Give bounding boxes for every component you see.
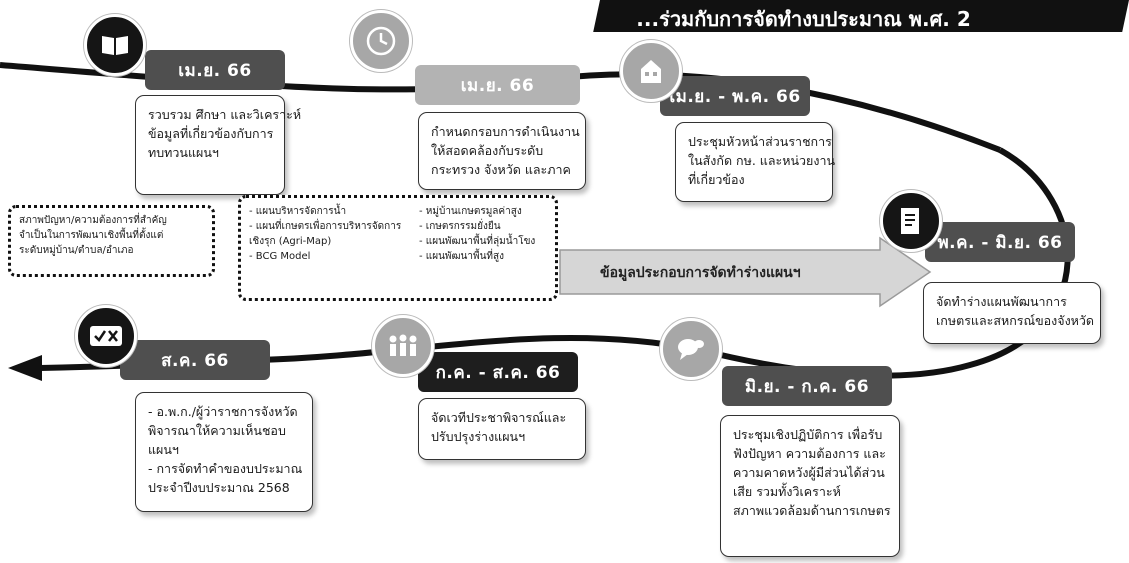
step-1-date: เม.ย. 66 <box>145 50 285 90</box>
info-arrow-label: ข้อมูลประกอบการจัดทำร่างแผนฯ <box>600 265 801 281</box>
step-7-date: ส.ค. 66 <box>120 340 270 380</box>
step-5-line-1: ประชุมเชิงปฏิบัติการ เพื่อรับ <box>733 427 883 442</box>
info-box-1-line-1: สภาพปัญหา/ความต้องการที่สำคัญ <box>19 215 167 226</box>
step-5-line-3: ความคาดหวังผู้มีส่วนได้ส่วน <box>733 465 885 480</box>
check-cross-icon <box>75 305 137 367</box>
info-box-2-right-4: - แผนพัฒนาพื้นที่สูง <box>419 251 505 262</box>
clock-icon <box>350 10 412 72</box>
info-box-2-right-3: - แผนพัฒนาพื้นที่ลุ่มน้ำโขง <box>419 236 536 247</box>
info-box-2-left-2: - แผนที่เกษตรเพื่อการบริหารจัดการ <box>249 221 402 232</box>
info-box-plans: - แผนบริหารจัดการน้ำ - แผนที่เกษตรเพื่อก… <box>238 195 558 301</box>
book-icon <box>84 14 146 76</box>
step-2-line-2: ให้สอดคล้องกับระดับ <box>431 143 544 158</box>
step-2-card: กำหนดกรอบการดำเนินงาน ให้สอดคล้องกับระดั… <box>418 112 586 190</box>
step-7-line-2: พิจารณาให้ความเห็นชอบ <box>148 423 286 438</box>
step-3-date: เม.ย. - พ.ค. 66 <box>660 76 810 116</box>
speech-bubble-icon <box>660 318 722 380</box>
step-7-line-3: แผนฯ <box>148 442 179 457</box>
document-icon <box>880 190 942 252</box>
building-icon <box>620 40 682 102</box>
info-box-1-line-2: จำเป็นในการพัฒนาเชิงพื้นที่ตั้งแต่ <box>19 230 164 241</box>
step-1-line-3: ทบทวนแผนฯ <box>148 145 219 160</box>
info-box-problems: สภาพปัญหา/ความต้องการที่สำคัญ จำเป็นในกา… <box>8 205 215 277</box>
step-5-line-5: สภาพแวดล้อมด้านการเกษตร <box>733 503 891 518</box>
step-2-line-3: กระทรวง จังหวัด และภาค <box>431 162 571 177</box>
step-4-date: พ.ค. - มิ.ย. 66 <box>925 222 1075 262</box>
step-3-line-1: ประชุมหัวหน้าส่วนราชการ <box>688 134 832 149</box>
info-arrow <box>559 236 932 308</box>
step-3-card: ประชุมหัวหน้าส่วนราชการ ในสังกัด กษ. และ… <box>675 122 836 202</box>
step-4-line-1: จัดทำร่างแผนพัฒนาการ <box>936 294 1067 309</box>
step-7-line-1: - อ.พ.ก./ผู้ว่าราชการจังหวัด <box>148 404 298 419</box>
people-icon <box>372 315 434 377</box>
info-box-2-right-2: - เกษตรกรรมยั่งยืน <box>419 221 501 232</box>
step-3-line-2: ในสังกัด กษ. และหน่วยงาน <box>688 153 836 168</box>
info-box-2-left-1: - แผนบริหารจัดการน้ำ <box>249 206 347 217</box>
step-1-line-1: รวบรวม ศึกษา และวิเคราะห์ <box>148 107 302 122</box>
step-4-line-2: เกษตรและสหกรณ์ของจังหวัด <box>936 313 1095 328</box>
step-2-date: เม.ย. 66 <box>415 65 580 105</box>
info-box-2-left-list: - แผนบริหารจัดการน้ำ - แผนที่เกษตรเพื่อก… <box>249 204 401 264</box>
step-6-line-1: จัดเวทีประชาพิจารณ์และ <box>431 410 567 425</box>
step-6-date: ก.ค. - ส.ค. 66 <box>418 352 578 392</box>
step-5-line-4: เสีย รวมทั้งวิเคราะห์ <box>733 484 841 499</box>
step-7-line-4: - การจัดทำคำของบประมาณ <box>148 461 303 476</box>
step-1-line-2: ข้อมูลที่เกี่ยวข้องกับการ <box>148 126 274 141</box>
step-5-date: มิ.ย. - ก.ค. 66 <box>722 366 892 406</box>
step-1-card: รวบรวม ศึกษา และวิเคราะห์ ข้อมูลที่เกี่ย… <box>135 95 302 195</box>
step-3-line-3: ที่เกี่ยวข้อง <box>688 172 745 187</box>
step-5-card: ประชุมเชิงปฏิบัติการ เพื่อรับ ฟังปัญหา ค… <box>720 415 900 557</box>
info-box-1-line-3: ระดับหมู่บ้าน/ตำบล/อำเภอ <box>19 245 134 256</box>
info-box-2-left-3: เชิงรุก (Agri-Map) <box>249 236 332 247</box>
info-box-2-left-4: - BCG Model <box>249 251 311 262</box>
info-box-2-right-list: - หมู่บ้านเกษตรมูลค่าสูง - เกษตรกรรมยั่ง… <box>419 204 535 264</box>
step-6-line-2: ปรับปรุงร่างแผนฯ <box>431 429 526 444</box>
info-box-2-right-1: - หมู่บ้านเกษตรมูลค่าสูง <box>419 206 522 217</box>
step-5-line-2: ฟังปัญหา ความต้องการ และ <box>733 446 886 461</box>
step-7-line-5: ประจำปีงบประมาณ 2568 <box>148 480 290 495</box>
timeline-end-arrowhead <box>8 355 42 381</box>
step-4-card: จัดทำร่างแผนพัฒนาการ เกษตรและสหกรณ์ของจั… <box>923 282 1101 344</box>
step-6-card: จัดเวทีประชาพิจารณ์และ ปรับปรุงร่างแผนฯ <box>418 398 586 460</box>
step-2-line-1: กำหนดกรอบการดำเนินงาน <box>431 124 580 139</box>
step-7-card: - อ.พ.ก./ผู้ว่าราชการจังหวัด พิจารณาให้ค… <box>135 392 313 512</box>
